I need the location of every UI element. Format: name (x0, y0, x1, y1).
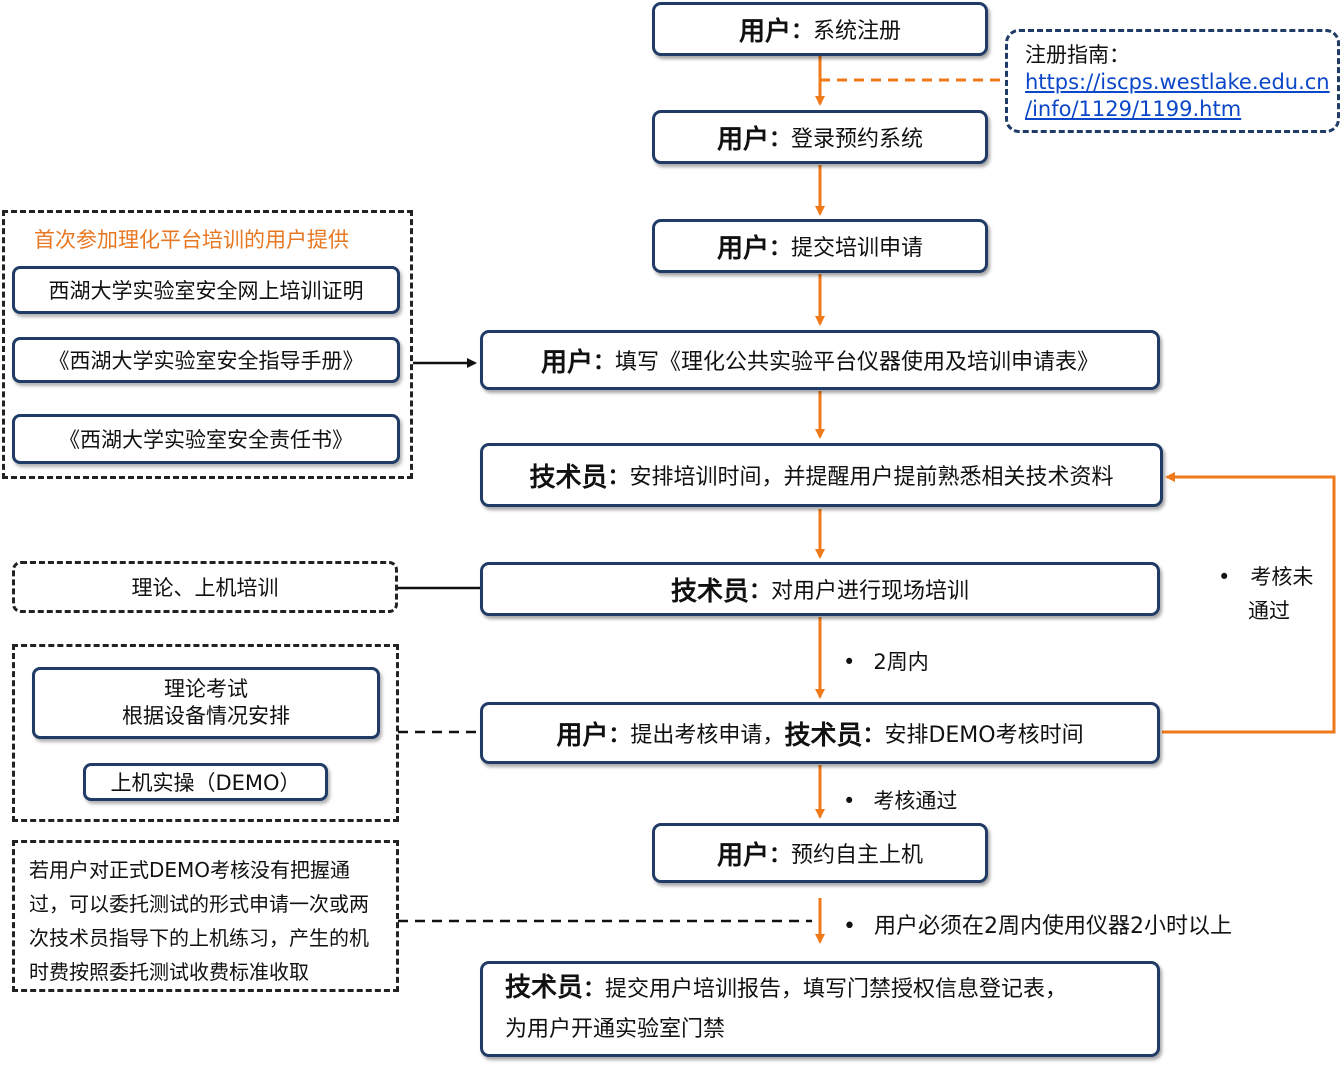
first-time-documents-group (2, 210, 413, 479)
step-text: 安排培训时间，并提醒用户提前熟悉相关技术资料 (629, 465, 1114, 490)
step-fill-application-form: 用户：填写《理化公共实验平台仪器使用及培训申请表》 (480, 330, 1160, 390)
within-two-weeks-text: 2周内 (873, 650, 929, 674)
guide-link-line-2[interactable]: /info/1129/1199.htm (1025, 97, 1242, 121)
separator: ： (768, 843, 791, 868)
separator-2: ： (862, 723, 885, 748)
report-line-1: 技术员：提交用户培训报告，填写门禁授权信息登记表， (505, 968, 1067, 1010)
step-system-registration: 用户：系统注册 (652, 2, 988, 56)
training-type-box: 理论、上机培训 (12, 561, 398, 613)
exam-passed-text: 考核通过 (873, 789, 958, 813)
separator: ： (583, 977, 606, 1002)
step-onsite-training: 技术员：对用户进行现场培训 (480, 562, 1160, 616)
separator: ： (790, 19, 813, 44)
guide-title: 注册指南： (1025, 43, 1130, 67)
note-line-2: 过，可以委托测试的形式申请一次或两 (29, 892, 369, 916)
step-text: 提出考核申请， (630, 723, 785, 748)
role-label: 技术员 (670, 576, 749, 607)
theory-exam-line-1: 理论考试 (164, 677, 248, 701)
practice-note-box: 若用户对正式DEMO考核没有把握通 过，可以委托测试的形式申请一次或两 次技术员… (12, 840, 399, 992)
theory-exam-box: 理论考试 根据设备情况安排 (32, 667, 380, 739)
practical-demo-box: 上机实操（DEMO） (83, 763, 328, 801)
document-safety-training-certificate: 西湖大学实验室安全网上培训证明 (12, 266, 400, 314)
theory-exam-line-2: 根据设备情况安排 (122, 704, 290, 728)
document-safety-guide-manual: 《西湖大学实验室安全指导手册》 (12, 337, 400, 383)
role-label: 用户 (716, 233, 769, 264)
step-text: 提交培训申请 (791, 236, 924, 261)
role-label: 用户 (540, 347, 593, 378)
step-login-booking-system: 用户：登录预约系统 (652, 110, 988, 164)
first-time-title: 首次参加理化平台培训的用户提供 (34, 228, 349, 252)
role-label: 技术员 (505, 973, 584, 1003)
usage-requirement-text: 用户必须在2周内使用仪器2小时以上 (873, 914, 1232, 939)
label-exam-failed: • 考核未 通过 (1218, 560, 1313, 628)
step-text-2: 安排DEMO考核时间 (884, 723, 1084, 748)
separator: ： (607, 465, 630, 490)
exam-failed-text-1: 考核未 (1250, 565, 1314, 589)
guide-link-line-1[interactable]: https://iscps.westlake.edu.cn (1025, 70, 1330, 94)
role-label: 用户 (556, 720, 609, 751)
separator: ： (768, 127, 791, 152)
bullet-dot: • (1218, 565, 1231, 589)
note-line-4: 时费按照委托测试收费标准收取 (29, 960, 309, 984)
role-label: 用户 (738, 16, 791, 47)
document-safety-responsibility-letter: 《西湖大学实验室安全责任书》 (12, 414, 400, 464)
step-text: 对用户进行现场培训 (771, 579, 970, 604)
separator: ： (592, 350, 615, 375)
label-exam-passed: 考核通过 (843, 785, 957, 815)
step-book-self-operation: 用户：预约自主上机 (652, 823, 988, 883)
note-line-1: 若用户对正式DEMO考核没有把握通 (29, 858, 351, 882)
step-text: 提交用户培训报告，填写门禁授权信息登记表， (605, 977, 1068, 1002)
step-submit-training-report: 技术员：提交用户培训报告，填写门禁授权信息登记表， 为用户开通实验室门禁 (480, 961, 1160, 1057)
role-label: 用户 (716, 840, 769, 871)
step-text: 预约自主上机 (791, 843, 924, 868)
separator: ： (748, 579, 771, 604)
step-text: 登录预约系统 (791, 127, 924, 152)
report-line-2: 为用户开通实验室门禁 (505, 1017, 726, 1042)
step-schedule-training: 技术员：安排培训时间，并提醒用户提前熟悉相关技术资料 (480, 443, 1163, 507)
step-exam-request: 用户：提出考核申请，技术员：安排DEMO考核时间 (480, 702, 1160, 764)
note-line-3: 次技术员指导下的上机练习，产生的机 (29, 926, 369, 950)
step-text: 系统注册 (813, 19, 902, 44)
separator: ： (768, 236, 791, 261)
registration-guide-box: 注册指南： https://iscps.westlake.edu.cn /inf… (1005, 29, 1340, 133)
step-submit-training-request: 用户：提交培训申请 (652, 219, 988, 273)
exam-failed-line-2: 通过 (1248, 599, 1290, 623)
exam-group (12, 644, 399, 822)
step-text: 填写《理化公共实验平台仪器使用及培训申请表》 (615, 350, 1100, 375)
role-label: 用户 (716, 124, 769, 155)
separator: ： (608, 723, 631, 748)
role-label: 技术员 (529, 462, 608, 493)
label-within-two-weeks: 2周内 (843, 646, 929, 676)
exam-failed-line-1: • 考核未 (1218, 560, 1313, 594)
role-label-2: 技术员 (784, 720, 863, 751)
retry-loop-arrow (1162, 472, 1336, 734)
label-usage-requirement: 用户必须在2周内使用仪器2小时以上 (843, 908, 1232, 940)
